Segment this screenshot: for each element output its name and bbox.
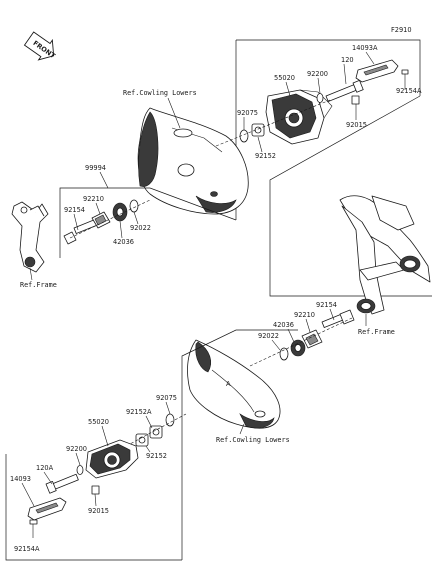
label-55020-lower: 55020: [88, 418, 109, 426]
frame-slider-upper: [265, 89, 333, 145]
label-92154-right: 92154: [316, 301, 337, 309]
ref-cowling-lower: Ref.Cowling Lowers: [216, 436, 290, 444]
collar-42036-left: [112, 202, 128, 222]
label-92200-upper: 92200: [307, 70, 328, 78]
label-92210-right: 92210: [294, 311, 315, 319]
bolt-120A-lower: [45, 473, 79, 494]
left-group-leader: [149, 187, 237, 221]
cowling-mark: A: [226, 380, 231, 388]
label-92022-right: 92022: [258, 332, 279, 340]
ref-frame-left: Ref.Frame: [20, 281, 57, 289]
label-92075-upper: 92075: [237, 109, 258, 117]
label-120-upper: 120: [341, 56, 354, 64]
bolt-92154-left: [63, 219, 98, 245]
label-92075-lower: 92075: [156, 394, 177, 402]
cowling-lower-bottom: A: [187, 339, 281, 429]
frame-slider-lower: [85, 439, 139, 479]
lower-cowling-leader: [181, 329, 298, 560]
washer-92200-upper: [316, 93, 324, 103]
frame-bracket-left: [11, 201, 49, 273]
label-99994: 99994: [85, 164, 106, 172]
screw-92154A-lower: [29, 519, 38, 538]
left-group-bracket: [59, 187, 150, 258]
ref-cowling-upper: Ref.Cowling Lowers: [123, 89, 197, 97]
upper-group-leader: [269, 95, 432, 297]
label-92022-left: 92022: [130, 224, 151, 232]
nut-92015-upper: [351, 95, 360, 105]
washer-92200-lower: [76, 465, 84, 475]
slider-cap-lower: [27, 497, 67, 521]
ref-frame-right: Ref.Frame: [358, 328, 395, 336]
label-55020-upper: 55020: [274, 74, 295, 82]
lower-slider-group: 92075 92152A 92152 55020 92200: [5, 394, 290, 561]
collar-42036-right: [290, 339, 306, 357]
cowling-lower-upper: [137, 107, 249, 215]
label-14093A-upper: 14093A: [352, 44, 378, 52]
washer-92022-left: [129, 199, 139, 213]
bolt-92154-right: [321, 309, 355, 328]
label-120A-lower: 120A: [36, 464, 54, 472]
label-92015-upper: 92015: [346, 121, 367, 129]
label-42036-right: 42036: [273, 321, 294, 329]
label-92152-lower: 92152: [146, 452, 167, 460]
label-92154A-lower: 92154A: [14, 545, 40, 553]
label-92015-lower: 92015: [88, 507, 109, 515]
upper-group-bracket: [236, 39, 421, 96]
left-mount-group: 99994 92154 92210 42036 92022: [11, 164, 237, 289]
lower-group-bracket: [5, 454, 182, 561]
label-92154A-upper: 92154A: [396, 87, 422, 95]
upper-slider-group: Ref.Cowling Lowers 55020 14093A 120 9220…: [123, 39, 432, 297]
label-92154-left: 92154: [64, 206, 85, 214]
label-92152A-lower: 92152A: [126, 408, 152, 416]
frame-right: [339, 195, 431, 315]
label-14093-lower: 14093: [10, 475, 31, 483]
collar-92152A-lower: [149, 425, 163, 439]
label-42036-left: 42036: [113, 238, 134, 246]
screw-92154A-upper: [401, 69, 409, 90]
nut-92015-lower: [91, 485, 100, 495]
front-arrow-icon: FRONT: [23, 31, 57, 61]
label-92210-left: 92210: [83, 195, 104, 203]
label-92152-upper: 92152: [255, 152, 276, 160]
right-mount-group: 92154 92210 42036 92022 Ref.Frame: [249, 301, 395, 367]
slider-cap-upper: [355, 59, 399, 83]
bolt-120-upper: [325, 79, 364, 102]
damper-92210-right: [301, 329, 323, 349]
collar-92152-upper: [251, 123, 265, 137]
diagram-id: F2910: [391, 26, 412, 34]
label-92200-lower: 92200: [66, 445, 87, 453]
